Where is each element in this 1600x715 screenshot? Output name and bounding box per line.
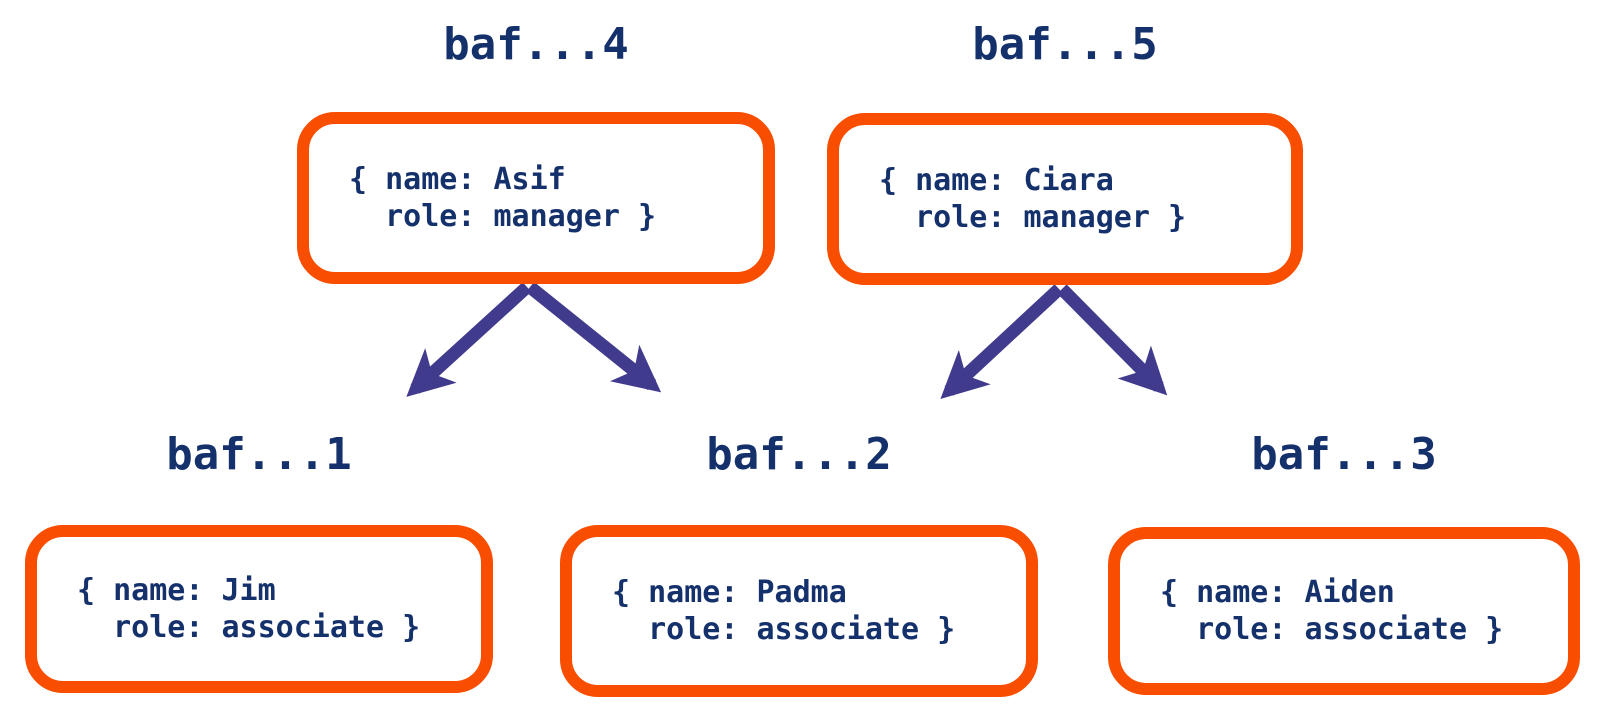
arrow-baf4-to-baf1-icon <box>406 282 532 397</box>
cid-label-baf5: baf...5 <box>972 19 1158 70</box>
cid-label-baf4: baf...4 <box>443 19 629 70</box>
arrow-baf4-to-baf2-icon <box>525 281 662 393</box>
cid-label-baf3: baf...3 <box>1251 429 1437 480</box>
node-content-baf1: { name: Jim role: associate } <box>77 573 421 645</box>
node-content-baf5: { name: Ciara role: manager } <box>879 163 1187 235</box>
node-box-baf2: { name: Padma role: associate } <box>560 525 1038 697</box>
node-box-baf1: { name: Jim role: associate } <box>25 525 493 693</box>
node-content-baf2: { name: Padma role: associate } <box>612 575 956 647</box>
node-box-baf3: { name: Aiden role: associate } <box>1108 527 1580 695</box>
cid-label-baf1: baf...1 <box>166 429 352 480</box>
node-box-baf4: { name: Asif role: manager } <box>297 112 775 284</box>
arrow-baf5-to-baf3-icon <box>1057 284 1168 396</box>
node-content-baf4: { name: Asif role: manager } <box>349 162 657 234</box>
cid-label-baf2: baf...2 <box>706 429 892 480</box>
node-content-baf3: { name: Aiden role: associate } <box>1160 575 1504 647</box>
arrow-baf5-to-baf2-icon <box>940 284 1064 399</box>
node-box-baf5: { name: Ciara role: manager } <box>827 113 1303 285</box>
